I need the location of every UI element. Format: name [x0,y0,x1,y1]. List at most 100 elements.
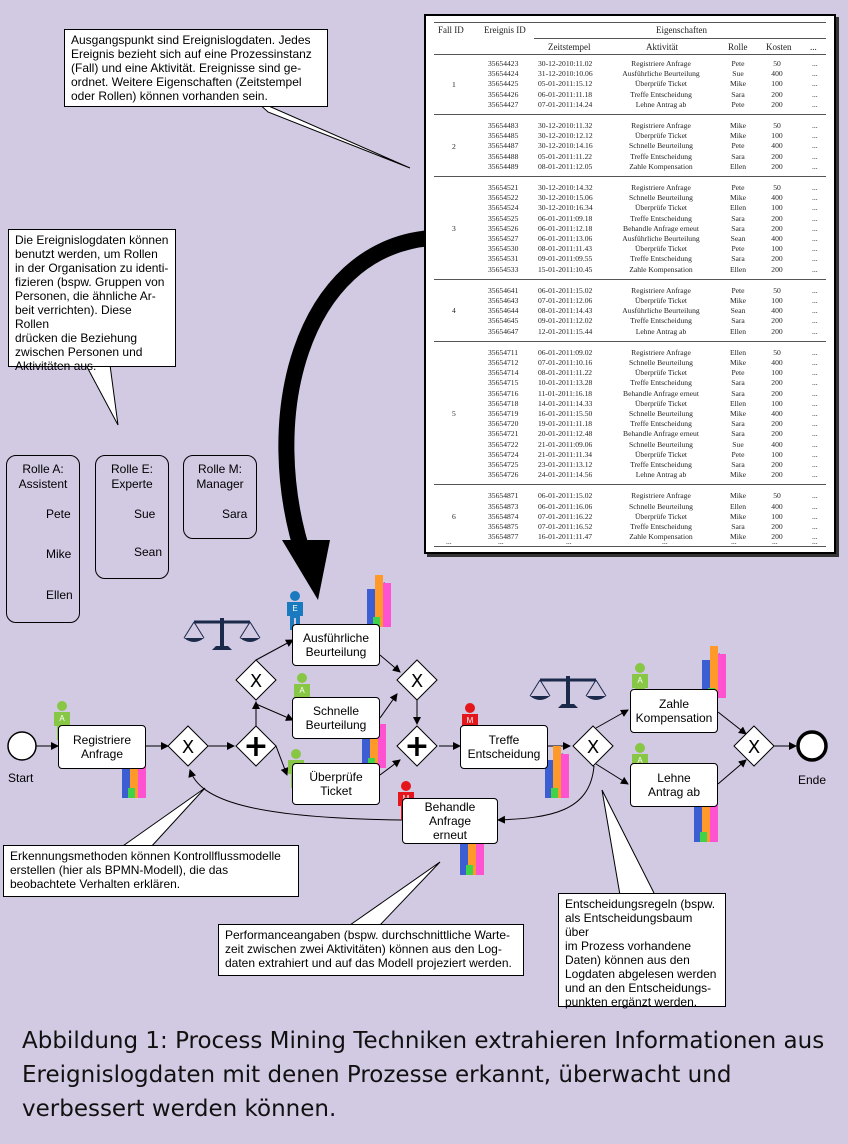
log-timestamp: 06-01-2011:12.18 [538,223,593,233]
log-cost: 50 [773,347,781,357]
log-role: Mike [729,470,747,480]
and-gateway-1 [235,725,277,767]
log-more: ... [812,470,818,480]
callout2-pointer [85,364,119,426]
log-timestamp: 08-01-2011:12.05 [538,161,593,171]
role-box-manager: Rolle M: Manager Sara [183,455,257,539]
log-timestamp: 06-01-2011:09.18 [538,213,593,223]
log-timestamp: 08-01-2011:11.43 [538,244,593,254]
log-role: Pete [731,368,745,378]
figure-caption: Abbildung 1: Process Mining Techniken ex… [22,1028,825,1122]
role-title-expert: Rolle E: Experte [110,462,154,491]
log-activity: Treffe Entscheidung [630,378,692,388]
log-event-id: 35654483 [488,121,519,130]
log-more: ... [812,234,818,243]
log-event-id: 35654874 [488,511,519,521]
log-more: ... [812,378,818,388]
log-more: ... [812,388,818,398]
log-timestamp: 06-01-2011:11.18 [538,89,593,99]
log-event-id: 35654720 [488,419,519,429]
log-fall-id: 4 [452,306,456,316]
log-cost: 400 [771,439,783,449]
log-more: ... [812,254,818,264]
start-event [7,731,37,761]
log-activity: Behandle Anfrage erneut [623,429,699,439]
log-event-id: 35654427 [488,99,519,109]
log-more: ... [812,306,818,316]
log-activity: Treffe Entscheidung [630,254,692,264]
log-more: ... [812,79,818,89]
log-activity: Registriere Anfrage [631,491,691,501]
log-event-id: 35654645 [488,316,519,326]
log-cost: 50 [773,491,781,501]
log-cost: 200 [771,223,783,233]
log-activity: Registriere Anfrage [631,285,691,295]
log-role: Pete [731,59,745,68]
callout-control-flow: Erkennungsmethoden können Kontrollflussm… [3,845,299,897]
log-event-id: 35654719 [488,409,519,418]
log-role: Ellen [729,203,747,213]
log-role: Pete [731,449,745,459]
log-cost: 100 [771,449,783,459]
log-activity: Registriere Anfrage [631,347,691,357]
log-more: ... [812,532,818,542]
log-role: Sara [731,223,745,233]
header-aktivitaet: Aktivität [646,42,678,52]
log-role: Sara [731,316,745,326]
log-role: Sara [731,254,745,264]
callout-event-logs: Ausgangspunkt sind Ereignislogdaten. Jed… [64,29,328,107]
log-cost: 200 [771,532,783,542]
header-kosten: Kosten [766,42,792,52]
log-cost: 400 [771,69,783,79]
log-timestamp: 30-12-2010:14.32 [538,183,593,192]
xor-gateway-3 [396,659,438,701]
log-timestamp: 06-01-2011:16.06 [538,501,593,511]
bar-chart-icon [545,746,569,798]
log-timestamp: 09-01-2011:12.02 [538,316,593,326]
log-cost: 200 [771,99,783,109]
manager-badge-treffe: M [462,703,478,742]
log-more: ... [812,99,818,109]
log-more: ... [812,203,818,213]
log-more: ... [812,460,818,469]
task-ueberpruefe-ticket: Überprüfe Ticket [292,763,380,805]
log-cost: 50 [773,121,781,130]
callout-roles: Die Ereignislogdaten können benutzt werd… [8,229,176,373]
log-role: Mike [729,491,747,501]
balance-scale-icon [182,616,262,652]
svg-text:A: A [59,714,65,723]
log-ellipsis: ... [812,537,818,546]
person-name: Sue [134,507,156,521]
task-behandle-anfrage-erneut: Behandle Anfrage erneut [402,798,498,844]
log-more: ... [812,193,818,203]
role-title-assistant: Rolle A: Assistent [18,462,68,491]
header-fall-id: Fall ID [438,25,464,35]
xor-symbol: X [182,737,194,758]
and-gateway-2 [396,725,438,767]
log-more: ... [812,419,818,429]
log-role: Sara [731,213,745,223]
log-timestamp: 16-01-2011:11.47 [538,532,593,542]
log-ellipsis: ... [498,537,504,546]
log-cost: 200 [771,419,783,429]
xor-symbol: X [250,671,262,692]
log-more: ... [812,491,818,501]
log-role: Ellen [729,501,747,511]
log-activity: Treffe Entscheidung [630,460,692,469]
log-activity: Überprüfe Ticket [634,398,688,408]
log-role: Pete [731,99,745,109]
end-label: Ende [798,773,827,787]
person-name: Pete [46,507,71,521]
bar-chart-icon [367,575,391,627]
assistant-badge-registriere: A [54,701,70,740]
log-role: Sara [731,522,745,531]
log-role: Ellen [729,347,747,357]
log-more: ... [812,358,818,367]
log-timestamp: 05-01-2011:11.22 [538,151,593,161]
log-more: ... [812,131,818,141]
log-role: Sean [730,234,746,243]
task-registriere-anfrage: Registriere Anfrage [58,725,146,769]
role-box-assistant: Rolle A: Assistent Pete Mike Ellen [6,455,80,623]
log-role: Mike [729,358,747,367]
log-role: Mike [729,193,747,203]
